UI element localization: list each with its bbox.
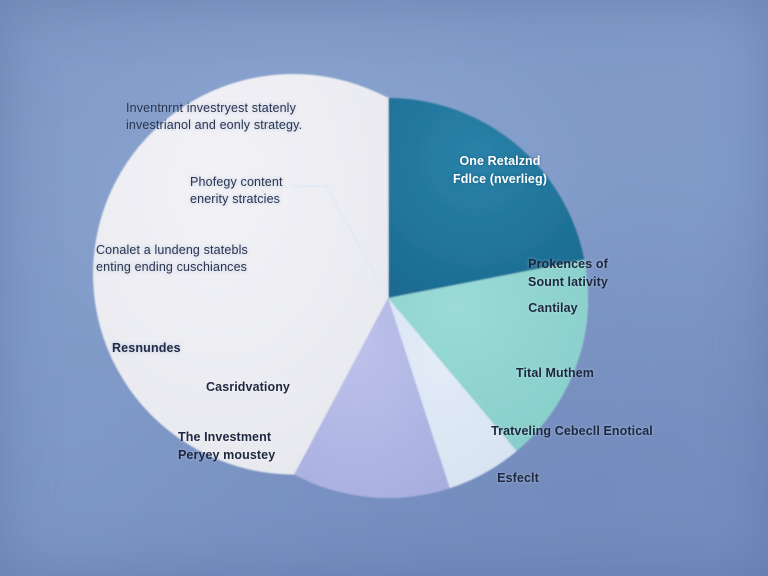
slice-label-prokences-of-sount-lativity: Prokences of Sount lativity — [528, 257, 608, 289]
callout-middle-left: Phofegy content enerity stratcies — [190, 175, 283, 206]
pie-slice-teal[interactable] — [388, 259, 588, 452]
slice-label-the-investment-peryey-moustey: The Investment Peryey moustey — [178, 430, 276, 462]
slice-label-tital-muthem: Tital Muthem — [515, 366, 595, 380]
pie-slice-one-retalznd-fdlce[interactable] — [388, 98, 585, 298]
callout-lower-left: Conalet a lundeng statebls enting ending… — [96, 243, 248, 274]
slice-label-tratveling-cebecll-enotical: Tratveling Cebecll Enotical — [491, 424, 653, 438]
callout-resnundes: Resnundes — [112, 341, 181, 355]
slice-label-casridvationy: Casridvationy — [206, 380, 290, 394]
slice-label-esfeclt: Esfeclt — [497, 471, 539, 485]
pie-slice-lavender[interactable] — [294, 298, 450, 498]
slice-label-cantilay: Cantilay — [528, 301, 578, 315]
pie-slice-offwhite[interactable] — [94, 74, 388, 475]
slice-label-one-retalznd-fdlce: One Retalznd Fdlce (nverlieg) — [453, 154, 547, 186]
leader-line-callout — [290, 185, 389, 299]
callout-top-left: Inventnrnt investryest statenly investri… — [126, 101, 303, 132]
pie-slice-pale[interactable] — [388, 298, 517, 489]
